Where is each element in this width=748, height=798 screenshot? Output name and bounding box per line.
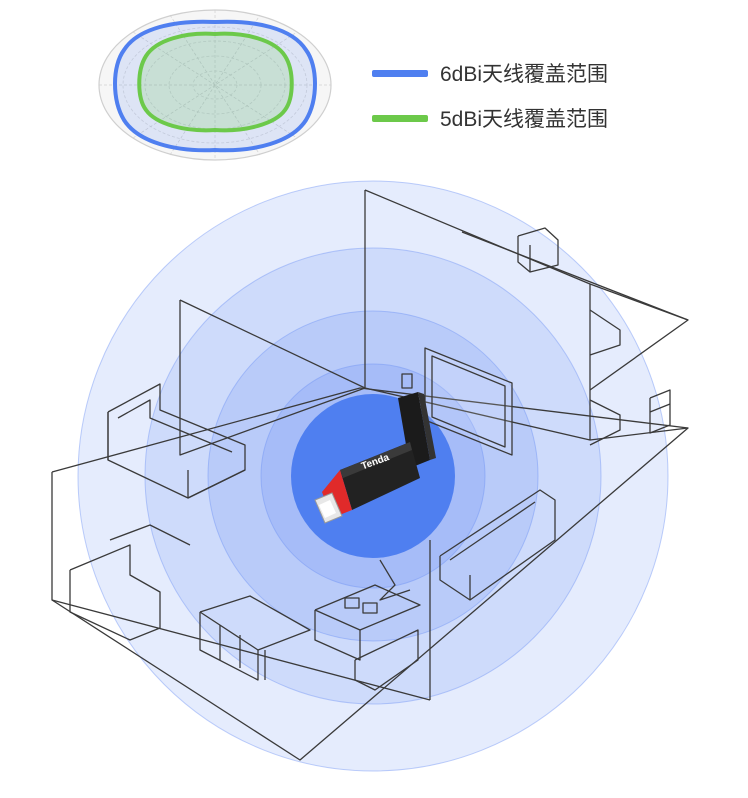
legend-item-5dbi: 5dBi天线覆盖范围: [372, 103, 608, 133]
legend-swatch-green: [372, 114, 428, 122]
legend-label-6dbi: 6dBi天线覆盖范围: [440, 63, 609, 86]
legend-item-6dbi: 6dBi天线覆盖范围: [372, 58, 608, 88]
legend-swatch-blue: [372, 69, 428, 77]
legend-label-5dbi: 5dBi天线覆盖范围: [440, 108, 609, 131]
floorplan-illustration: [51, 189, 689, 761]
polar-coverage-icon: [98, 9, 332, 161]
usb-wifi-adapter-icon: [314, 392, 436, 524]
